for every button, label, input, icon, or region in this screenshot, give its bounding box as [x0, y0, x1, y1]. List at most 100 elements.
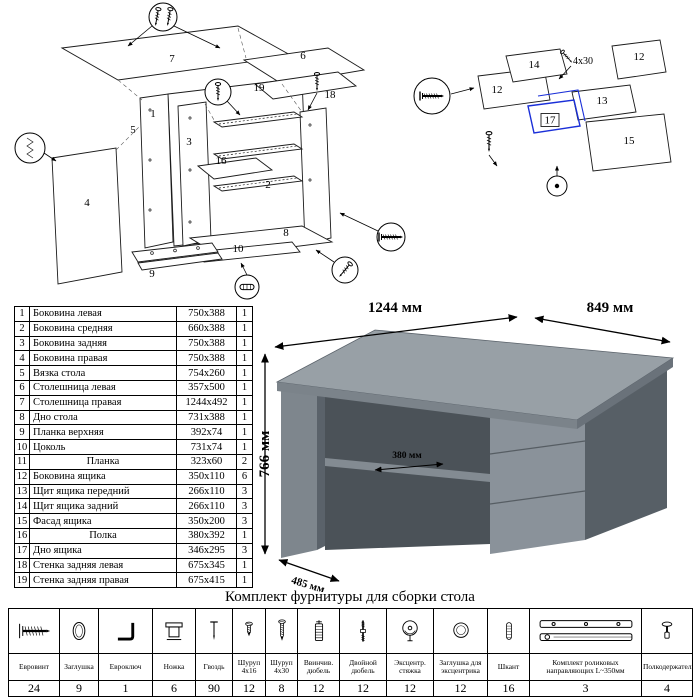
part-size: 675x415	[176, 572, 237, 589]
part-name: Полка	[29, 527, 177, 544]
hardware-name: Заглушка для эксцентрика	[433, 653, 488, 681]
panel-side-right	[51, 147, 123, 285]
parts-table-row: 3 Боковина задняя 750x388 1	[14, 335, 253, 352]
parts-table-row: 11 Планка 323x60 2	[14, 453, 253, 470]
part-name: Дно стола	[29, 409, 177, 426]
drawer-bottom-panel-highlighted	[527, 99, 581, 134]
part-number: 10	[14, 439, 30, 455]
screw-size-label: 4x30	[573, 56, 593, 67]
part-number: 14	[14, 498, 30, 515]
part-name: Вязка стола	[29, 365, 177, 381]
part-name: Фасад ящика	[29, 513, 177, 529]
part-quantity: 1	[236, 409, 253, 426]
part-number: 17	[14, 542, 30, 559]
part-number: 13	[14, 483, 30, 500]
parts-table-row: 16 Полка 380x392 1	[14, 527, 253, 544]
part-number: 15	[14, 513, 30, 529]
hardware-qty: 12	[297, 680, 340, 697]
part-name: Дно ящика	[29, 542, 177, 559]
cam-lock-icon	[402, 620, 418, 642]
part-size: 675x345	[176, 557, 237, 574]
hardware-name: Шкант	[487, 653, 530, 681]
part-size: 350x200	[176, 513, 237, 529]
plug-icon	[72, 621, 86, 641]
exploded-view-drawer: 14 12 12 13 15 17 4x30	[413, 39, 672, 197]
hardware-name: Ножка	[152, 653, 196, 681]
height-dimension-label: 766 мм	[257, 431, 273, 478]
hardware-qty: 6	[152, 680, 196, 697]
part-quantity: 1	[236, 439, 253, 455]
part-size: 731x74	[176, 439, 237, 455]
fastener-callout-right	[339, 212, 406, 252]
part-label: 6	[300, 50, 306, 62]
nail-icon	[210, 621, 218, 640]
parts-table-row: 5 Вязка стола 754x260 1	[14, 365, 253, 381]
screw-4x16-icon	[245, 621, 253, 637]
panel-side-middle	[177, 101, 212, 247]
fastener-callout-bottom-right	[315, 249, 359, 284]
part-number: 18	[14, 557, 30, 574]
panel-shelf	[196, 157, 274, 180]
parts-table-row: 4 Боковина правая 750x388 1	[14, 350, 253, 367]
parts-table-row: 8 Дно стола 731x388 1	[14, 409, 253, 426]
hardware-qty: 90	[195, 680, 233, 697]
hardware-qty: 8	[265, 680, 298, 697]
parts-table: 1 Боковина левая 750x388 1 2 Боковина ср…	[14, 306, 253, 589]
part-number: 2	[14, 320, 30, 337]
shelf-support-icon	[661, 621, 673, 639]
part-name: Столешница левая	[29, 379, 177, 396]
part-quantity: 1	[236, 572, 253, 589]
desk-top-front-edge	[277, 382, 577, 429]
part-number: 16	[14, 527, 30, 544]
desk-left-leg-edge	[317, 380, 325, 550]
hardware-qty: 24	[8, 680, 60, 697]
part-label: 5	[130, 124, 136, 136]
hardware-name: Ввинчив. дюбель	[297, 653, 340, 681]
part-quantity: 1	[236, 365, 253, 381]
width-dimension-label: 1244 мм	[368, 300, 422, 316]
part-name: Боковина правая	[29, 350, 177, 367]
part-quantity: 2	[236, 453, 253, 470]
part-number: 6	[14, 379, 30, 396]
part-label: 16	[216, 155, 228, 167]
part-name: Цоколь	[29, 439, 177, 455]
part-label-box	[540, 113, 560, 127]
part-size: 392x74	[176, 424, 237, 441]
panel-back-wall	[253, 71, 358, 100]
parts-table-row: 18 Стенка задняя левая 675x345 1	[14, 557, 253, 574]
part-size: 346x295	[176, 542, 237, 559]
drawer-seam	[489, 440, 586, 455]
part-label: 19	[254, 82, 266, 94]
parts-table-row: 15 Фасад ящика 350x200 3	[14, 513, 253, 529]
part-quantity: 1	[236, 335, 253, 352]
wood-dowel-icon	[505, 622, 512, 640]
nail-head-icon	[554, 183, 560, 189]
fastener-callout-top	[127, 2, 221, 49]
part-label: 18	[325, 89, 337, 101]
hex-key-icon	[117, 622, 134, 641]
part-name: Планка верхняя	[29, 424, 177, 441]
part-name: Боковина задняя	[29, 335, 177, 352]
parts-table-row: 14 Щит ящика задний 266x110 3	[14, 498, 253, 515]
part-number: 8	[14, 409, 30, 426]
part-label: 9	[149, 268, 155, 280]
screw-marker-4x30	[558, 49, 575, 80]
hardware-name: Эксцентр. стяжка	[386, 653, 434, 681]
part-size: 750x388	[176, 306, 237, 322]
desk-drawer-front	[490, 392, 585, 554]
part-size: 350x110	[176, 468, 237, 485]
hardware-name: Евровинт	[8, 653, 60, 681]
parts-table-row: 17 Дно ящика 346x295 3	[14, 542, 253, 559]
part-quantity: 1	[236, 379, 253, 396]
part-label: 8	[283, 227, 289, 239]
part-number: 5	[14, 365, 30, 381]
part-quantity: 3	[236, 498, 253, 515]
part-size: 266x110	[176, 483, 237, 500]
part-label: 15	[624, 135, 636, 147]
desk-left-leg	[281, 382, 317, 558]
hardware-name: Шуруп 4x30	[265, 653, 298, 681]
part-name: Стенка задняя правая	[29, 572, 177, 589]
screw-marker-drawer	[485, 131, 498, 167]
euro-screw-icon	[19, 623, 51, 639]
hardware-name: Гвоздь	[195, 653, 233, 681]
